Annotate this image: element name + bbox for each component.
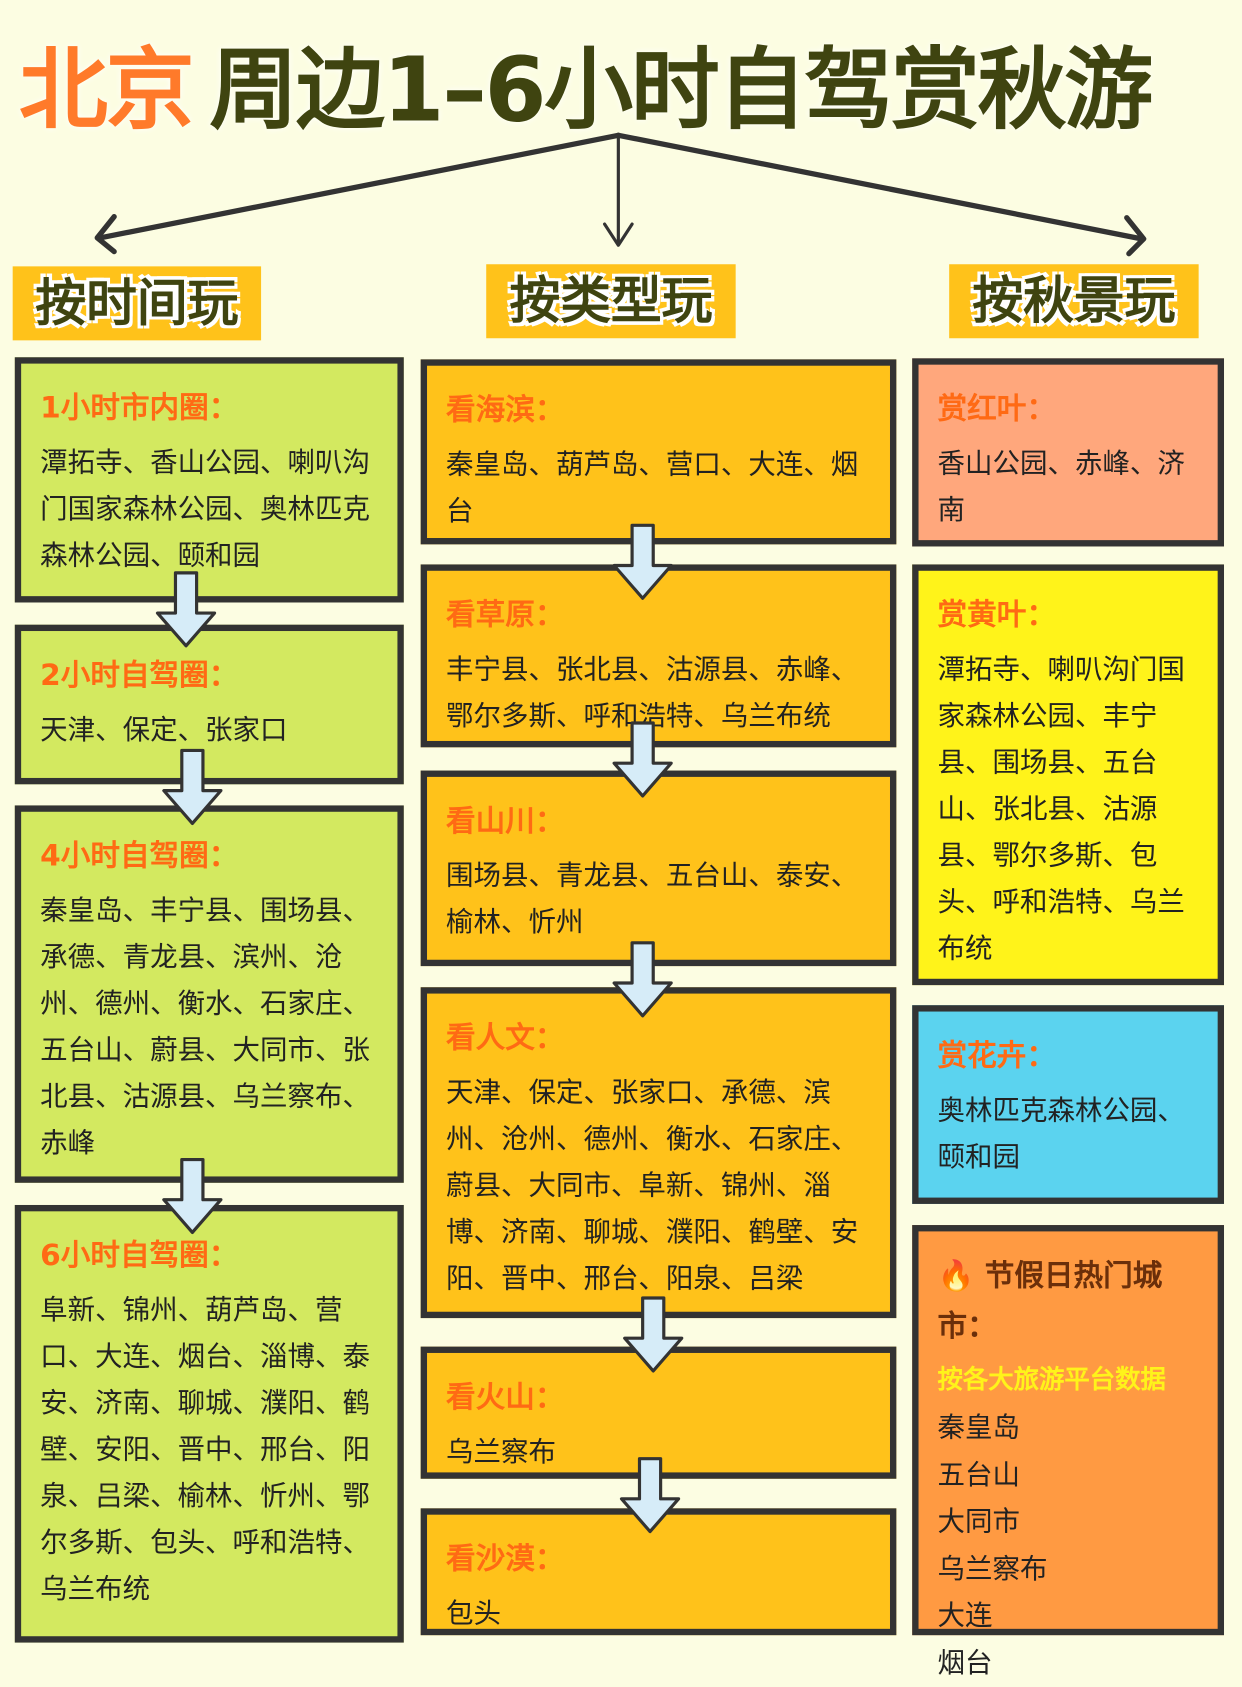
card-heading: 1小时市内圈：	[40, 390, 239, 425]
card-heading: 看海滨：	[446, 392, 565, 428]
fire-icon: 🔥	[937, 1257, 975, 1293]
card-text: 潭拓寺、喇叭沟门国家森林公园、丰宁县、围场县、五台山、张北县、沽源县、鄂尔多斯、…	[937, 654, 1185, 966]
page-title: 北京周边1–6小时自驾赏秋游	[19, 19, 1153, 147]
time-card-6h: 6小时自驾圈： 阜新、锦州、葫芦岛、营口、大连、烟台、淄博、泰安、济南、聊城、濮…	[14, 1204, 404, 1643]
card-heading: 赏黄叶：	[937, 597, 1056, 633]
card-heading: 6小时自驾圈：	[40, 1237, 239, 1273]
hot-city: 秦皇岛	[937, 1412, 1021, 1444]
down-arrow-icon	[611, 523, 674, 601]
type-card-desert: 看沙漠： 包头	[420, 1508, 897, 1636]
hot-cities-card: 🔥 节假日热门城市： 按各大旅游平台数据 秦皇岛 五台山 大同市 乌兰察布 大连…	[912, 1225, 1225, 1679]
down-arrow-icon	[611, 941, 674, 1019]
card-text: 奥林匹克森林公园、颐和园	[937, 1095, 1185, 1174]
scenery-card-flowers: 赏花卉： 奥林匹克森林公园、颐和园	[912, 1005, 1225, 1204]
down-arrow-icon	[161, 748, 224, 826]
card-heading: 看草原：	[446, 597, 565, 633]
card-text: 乌兰察布	[446, 1436, 556, 1469]
down-arrow-icon	[154, 571, 217, 649]
card-heading: 看人文：	[446, 1020, 565, 1055]
card-heading: 看山川：	[446, 803, 565, 839]
column-header-type: 按类型玩	[486, 264, 736, 339]
card-text: 香山公园、赤峰、济南	[937, 448, 1185, 527]
card-text: 潭拓寺、香山公园、喇叭沟门国家森林公园、奥林匹克森林公园、颐和园	[40, 447, 370, 572]
card-heading: 看沙漠：	[446, 1541, 565, 1576]
down-arrow-icon	[618, 1457, 681, 1535]
card-text: 围场县、青龙县、五台山、泰安、榆林、忻州	[446, 860, 859, 939]
arrow-left	[97, 132, 621, 241]
time-card-2h: 2小时自驾圈： 天津、保定、张家口	[14, 624, 404, 785]
hot-city: 大连	[937, 1600, 993, 1633]
hot-city: 烟台	[937, 1647, 993, 1680]
type-card-mountains: 看山川： 围场县、青龙县、五台山、泰安、榆林、忻州	[420, 770, 897, 967]
title-rest: 周边1–6小时自驾赏秋游	[209, 38, 1153, 142]
card-heading: 4小时自驾圈：	[40, 838, 239, 874]
type-card-volcano: 看火山： 乌兰察布	[420, 1346, 897, 1479]
scenery-card-red-leaves: 赏红叶： 香山公园、赤峰、济南	[912, 358, 1225, 547]
card-text: 阜新、锦州、葫芦岛、营口、大连、烟台、淄博、泰安、济南、聊城、濮阳、鹤壁、安阳、…	[40, 1294, 370, 1606]
card-heading: 2小时自驾圈：	[40, 657, 239, 693]
card-text: 秦皇岛、丰宁县、围场县、承德、青龙县、滨州、沧州、德州、衡水、石家庄、五台山、蔚…	[40, 895, 370, 1160]
card-heading: 赏花卉：	[937, 1037, 1056, 1073]
down-arrow-icon	[161, 1157, 224, 1235]
time-card-1h: 1小时市内圈： 潭拓寺、香山公园、喇叭沟门国家森林公园、奥林匹克森林公园、颐和园	[14, 357, 404, 603]
type-card-culture: 看人文： 天津、保定、张家口、承德、滨州、沧州、德州、衡水、石家庄、蔚县、大同市…	[420, 987, 897, 1319]
column-header-time: 按时间玩	[12, 266, 262, 341]
card-text: 天津、保定、张家口	[40, 714, 288, 747]
hot-heading-row: 🔥 节假日热门城市：	[938, 1250, 1199, 1351]
down-arrow-icon	[622, 1296, 685, 1374]
card-text: 天津、保定、张家口、承德、滨州、沧州、德州、衡水、石家庄、蔚县、大同市、阜新、锦…	[446, 1077, 859, 1295]
hot-city: 大同市	[937, 1506, 1021, 1538]
title-highlight: 北京	[19, 38, 194, 142]
card-text: 秦皇岛、葫芦岛、营口、大连、烟台	[446, 449, 859, 528]
arrow-right	[615, 132, 1145, 242]
scenery-card-yellow-leaves: 赏黄叶： 潭拓寺、喇叭沟门国家森林公园、丰宁县、围场县、五台山、张北县、沽源县、…	[912, 564, 1225, 986]
time-card-4h: 4小时自驾圈： 秦皇岛、丰宁县、围场县、承德、青龙县、滨州、沧州、德州、衡水、石…	[14, 805, 404, 1183]
hot-city: 乌兰察布	[937, 1553, 1048, 1585]
hot-city: 五台山	[937, 1459, 1021, 1491]
branch-arrows	[94, 132, 1147, 257]
card-text: 包头	[446, 1598, 502, 1630]
column-header-scenery: 按秋景玩	[949, 264, 1199, 339]
type-card-grassland: 看草原： 丰宁县、张北县、沽源县、赤峰、鄂尔多斯、呼和浩特、乌兰布统	[420, 564, 897, 748]
type-card-coast: 看海滨： 秦皇岛、葫芦岛、营口、大连、烟台	[420, 359, 897, 545]
hot-subtitle: 按各大旅游平台数据	[937, 1364, 1166, 1395]
card-heading: 赏红叶：	[937, 391, 1056, 426]
hot-heading: 节假日热门城市：	[937, 1257, 1163, 1344]
card-heading: 看火山：	[446, 1379, 565, 1415]
down-arrow-icon	[611, 721, 674, 799]
